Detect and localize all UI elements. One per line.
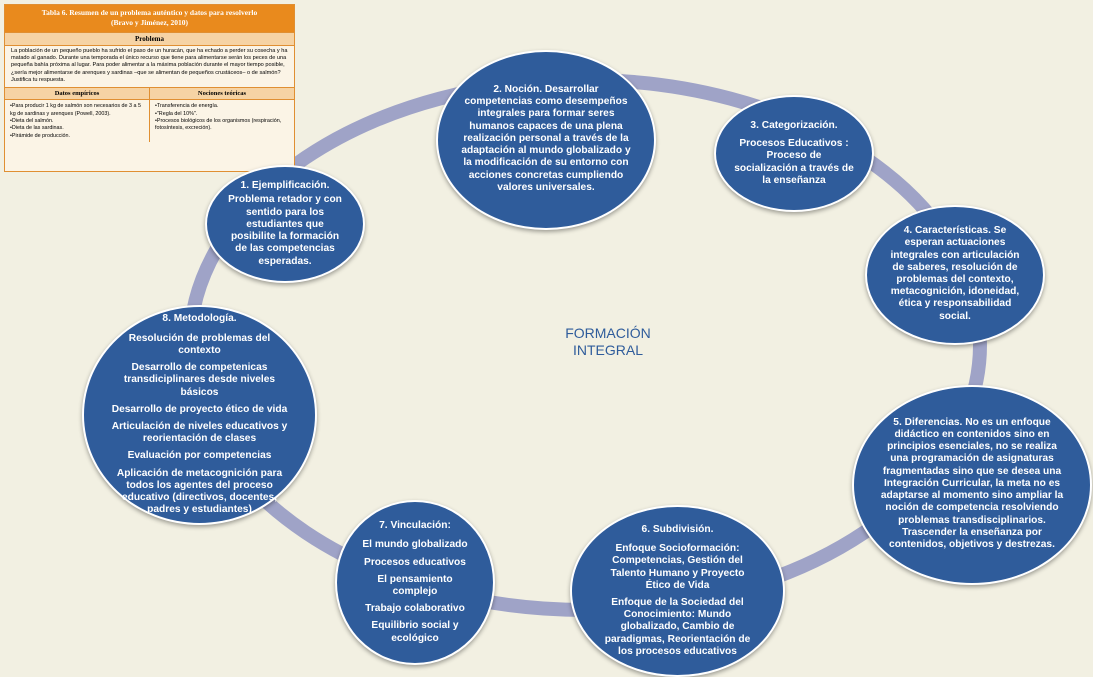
theory-list: Transferencia de energía. "Regla del 10%… xyxy=(150,100,294,134)
list-item: Articulación de niveles educativos y reo… xyxy=(111,421,288,445)
list-item: Resolución de problemas del contexto xyxy=(128,332,271,356)
node-ejemplificacion: 1. Ejemplificación. Problema retador y c… xyxy=(205,165,365,283)
list-item: Aplicación de metacognición para todos l… xyxy=(116,467,283,516)
node-body: Procesos Educativos : Proceso de sociali… xyxy=(734,138,854,186)
list-item: Trabajo colaborativo xyxy=(365,603,465,615)
node-title: 5. Diferencias. No es un enfoque didácti… xyxy=(880,416,1064,551)
theory-column: Nociones teóricas Transferencia de energ… xyxy=(149,88,294,142)
problem-header: Problema xyxy=(5,31,294,46)
table-header: Tabla 6. Resumen de un problema auténtic… xyxy=(5,5,294,32)
table-title: Tabla 6. Resumen de un problema auténtic… xyxy=(41,8,258,17)
list-item: Para producir 1 kg de salmón son necesar… xyxy=(10,103,144,118)
table-columns: Datos empíricos Para producir 1 kg de sa… xyxy=(5,87,294,142)
node-title: 4. Características. Se esperan actuacion… xyxy=(890,225,1020,322)
list-item: Procesos educativos xyxy=(364,556,466,568)
table-source: (Bravo y Jiménez, 2010) xyxy=(110,17,189,27)
list-item: El mundo globalizado xyxy=(362,539,468,551)
node-categorizacion: 3. Categorización. Procesos Educativos :… xyxy=(714,95,874,212)
list-item: Enfoque de la Sociedad del Conocimiento:… xyxy=(604,597,751,657)
node-metodologia: 8. Metodología. Resolución de problemas … xyxy=(82,305,317,525)
summary-table: Tabla 6. Resumen de un problema auténtic… xyxy=(4,4,295,172)
node-title: 3. Categorización. xyxy=(750,119,838,131)
node-title: 6. Subdivisión. xyxy=(641,523,714,535)
node-subdivision: 6. Subdivisión. Enfoque Socioformación: … xyxy=(570,505,785,677)
list-item: Desarrollo de proyecto ético de vida xyxy=(111,403,288,415)
node-vinculacion: 7. Vinculación: El mundo globalizado Pro… xyxy=(335,500,495,665)
problem-text: La población de un pequeño pueblo ha suf… xyxy=(11,47,288,84)
node-caracteristicas: 4. Características. Se esperan actuacion… xyxy=(865,205,1045,345)
list-item: Dieta del salmón. xyxy=(10,118,144,125)
list-item: Desarrollo de competenicas transdiciplin… xyxy=(123,362,276,398)
list-item: Enfoque Socioformación: Competencias, Ge… xyxy=(610,543,745,591)
list-item: Equilibrio social y ecológico xyxy=(371,620,459,644)
list-item: Dieta de las sardinas. xyxy=(10,125,144,132)
theory-header: Nociones teóricas xyxy=(150,88,294,101)
node-title: 8. Metodología. xyxy=(162,313,237,325)
node-title: 2. Noción. Desarrollar competencias como… xyxy=(461,83,631,193)
center-label: FORMACIÓN INTEGRAL xyxy=(565,325,651,358)
list-item: Procesos biológicos de los organismos (r… xyxy=(155,118,289,133)
list-item: Transferencia de energía. xyxy=(155,103,289,110)
node-title: 1. Ejemplificación. xyxy=(240,180,330,192)
list-item: El pensamiento complejo xyxy=(377,573,453,597)
list-item: "Regla del 10%". xyxy=(155,111,289,118)
node-title: 7. Vinculación: xyxy=(379,520,451,532)
empirical-data-list: Para producir 1 kg de salmón son necesar… xyxy=(5,100,149,141)
empirical-data-column: Datos empíricos Para producir 1 kg de sa… xyxy=(5,88,149,141)
empirical-data-header: Datos empíricos xyxy=(5,88,149,101)
node-nocion: 2. Noción. Desarrollar competencias como… xyxy=(436,50,656,230)
node-body: Problema retador y con sentido para los … xyxy=(228,194,342,267)
list-item: Evaluación por competencias xyxy=(127,450,272,462)
list-item: Pirámide de producción. xyxy=(10,133,144,140)
node-diferencias: 5. Diferencias. No es un enfoque didácti… xyxy=(852,385,1092,585)
